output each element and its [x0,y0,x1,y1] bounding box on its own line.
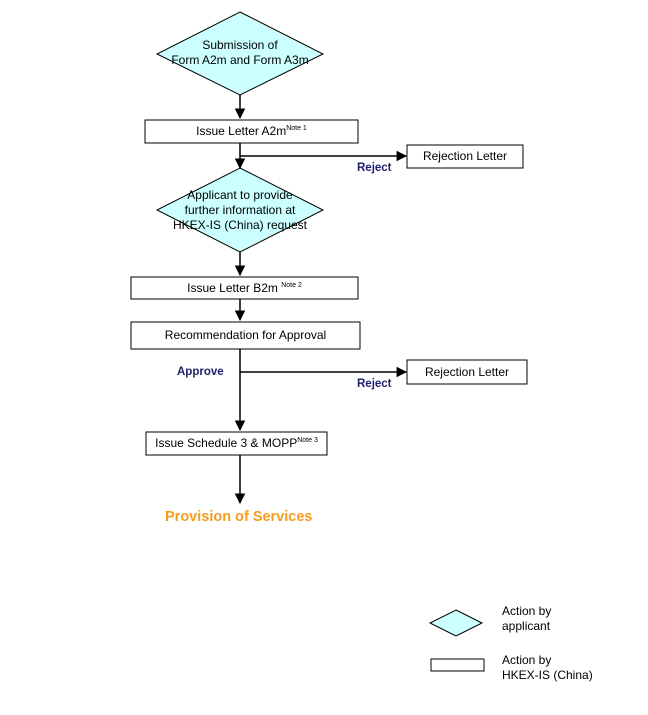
further-info-line-2: further information at [184,203,296,217]
approve-label: Approve [177,366,224,378]
note-1: Note 1 [286,125,307,132]
submission-label: Submission of Form A2m and Form A3m [165,38,315,68]
legend-hkex-label: Action by HKEX-IS (China) [502,653,593,683]
issue-schedule-text: Issue Schedule 3 & MOPP [155,436,298,450]
legend-applicant-line-2: applicant [502,619,551,633]
reject-label-1: Reject [357,162,392,174]
note-3: Note 3 [297,437,318,444]
recommendation-label: Recommendation for Approval [164,328,327,342]
rejection-letter-label-2: Rejection Letter [424,365,510,379]
issue-a2m-label: Issue Letter A2mNote 1 [145,124,358,139]
issue-a2m-box [144,119,359,144]
issue-b2m-box [130,276,359,300]
further-info-line-3: HKEX-IS (China) request [172,218,308,232]
rejection-letter-box-1 [406,144,524,169]
legend-box [430,658,485,672]
rejection-letter-box-2 [406,359,528,385]
submission-line-2: Form A2m and Form A3m [171,53,309,67]
legend-diamond [428,609,484,637]
issue-a2m-text: Issue Letter A2m [196,124,287,138]
legend-hkex-line-1: Action by [502,653,552,667]
rejection-letter-label-1: Rejection Letter [422,149,508,163]
reject-label-2: Reject [357,378,392,390]
issue-b2m-text: Issue Letter B2m [187,281,278,295]
legend-hkex-line-2: HKEX-IS (China) [502,668,593,682]
issue-schedule-box [145,431,328,456]
further-info-label: Applicant to provide further information… [165,188,315,233]
issue-schedule-label: Issue Schedule 3 & MOPPNote 3 [146,436,327,451]
issue-b2m-label: Issue Letter B2m Note 2 [131,281,358,296]
submission-line-1: Submission of [202,38,278,52]
legend-applicant-label: Action by applicant [502,604,551,634]
recommendation-box [130,321,361,350]
note-2: Note 2 [281,282,302,289]
legend-applicant-line-1: Action by [502,604,552,618]
further-info-line-1: Applicant to provide [187,188,293,202]
provision-of-services-label: Provision of Services [165,509,313,525]
